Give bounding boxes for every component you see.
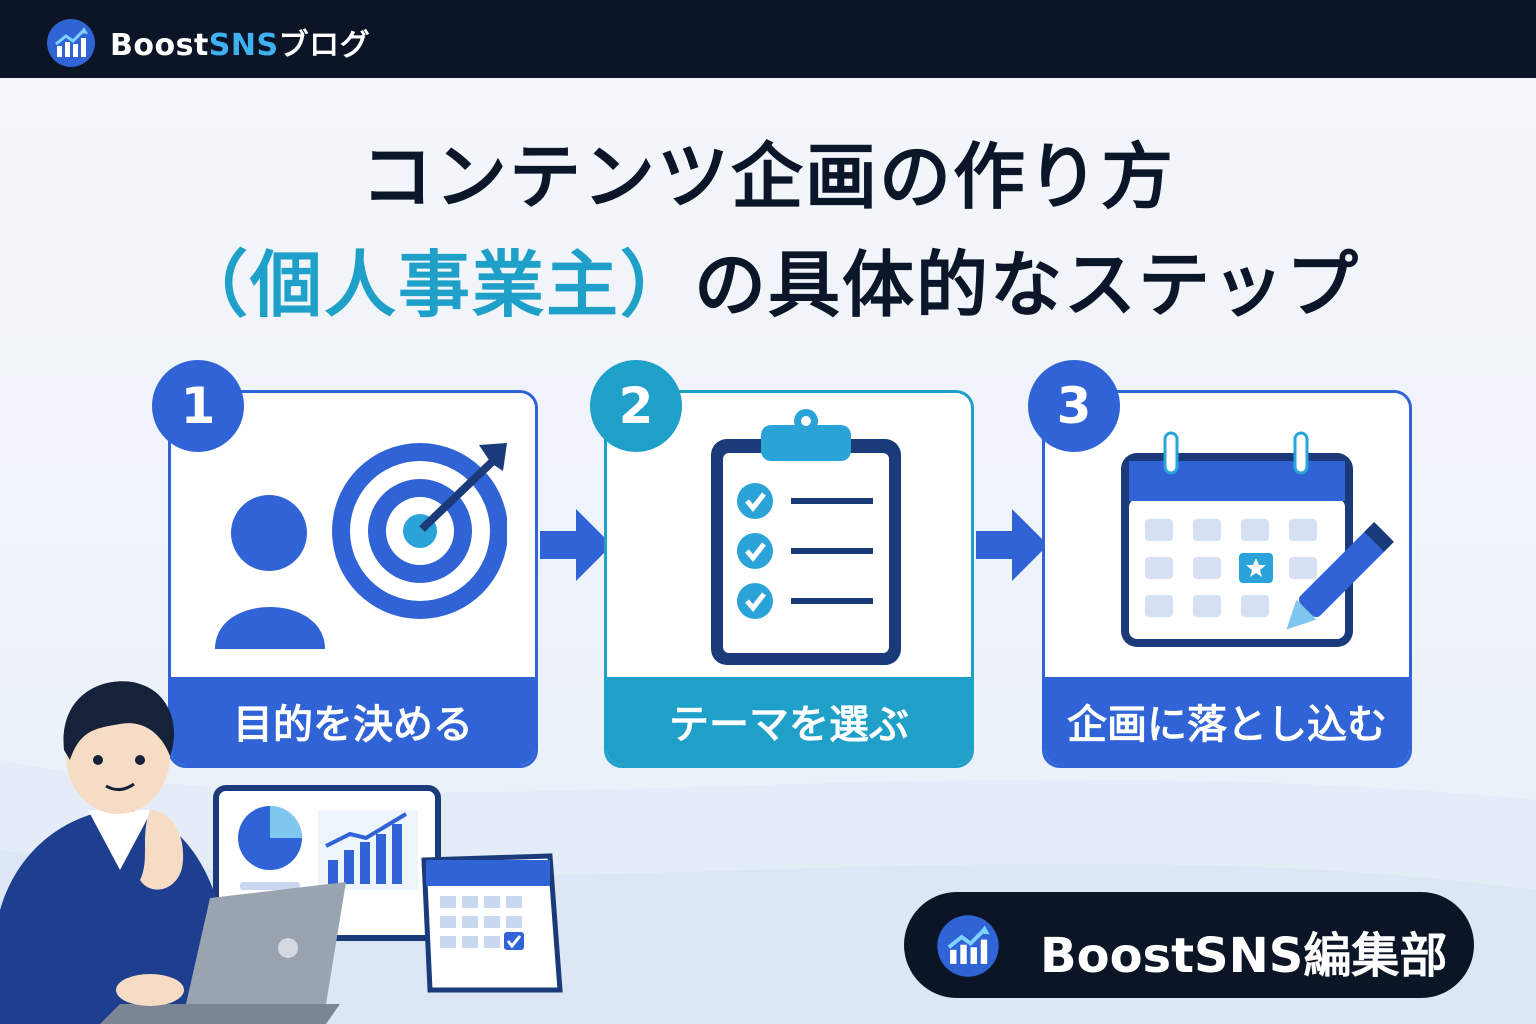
trending-chart-icon[interactable]	[46, 18, 96, 68]
step-label-3: 企画に落とし込む	[1045, 677, 1409, 765]
step-card-3[interactable]: 企画に落とし込む	[1042, 390, 1412, 768]
step-number-2: 2	[590, 360, 682, 452]
step-card-2[interactable]: テーマを選ぶ	[604, 390, 974, 768]
page-title-line2: （個人事業主）の具体的なステップ	[0, 226, 1536, 331]
arrow-right-icon	[976, 509, 1048, 581]
top-bar: BoostSNSブログ	[0, 0, 1536, 78]
trending-chart-icon	[937, 915, 999, 977]
brand-name[interactable]: BoostSNSブログ	[110, 20, 370, 64]
brand-sns: SNS	[208, 28, 279, 63]
page-title-line1: コンテンツ企画の作り方	[360, 135, 1175, 219]
title-rest: の具体的なステップ	[694, 243, 1361, 327]
step-label-2: テーマを選ぶ	[607, 677, 971, 765]
title-highlight: （個人事業主）	[175, 243, 694, 327]
brand-suffix: ブログ	[278, 28, 371, 63]
step-label-1: 目的を決める	[171, 677, 535, 765]
clipboard-checklist-icon	[711, 409, 901, 665]
arrow-right-icon	[540, 509, 612, 581]
author-badge-text: BoostSNS編集部	[1040, 928, 1448, 984]
calendar-pencil-icon	[1121, 431, 1394, 647]
person-target-icon	[215, 443, 507, 649]
step-number-3: 3	[1028, 360, 1120, 452]
step-number-1: 1	[152, 360, 244, 452]
person-laptop-illustration	[0, 681, 563, 1024]
step-card-1[interactable]: 目的を決める	[168, 390, 538, 768]
brand-prefix: Boost	[110, 28, 209, 63]
author-badge[interactable]: BoostSNS編集部	[904, 892, 1474, 998]
